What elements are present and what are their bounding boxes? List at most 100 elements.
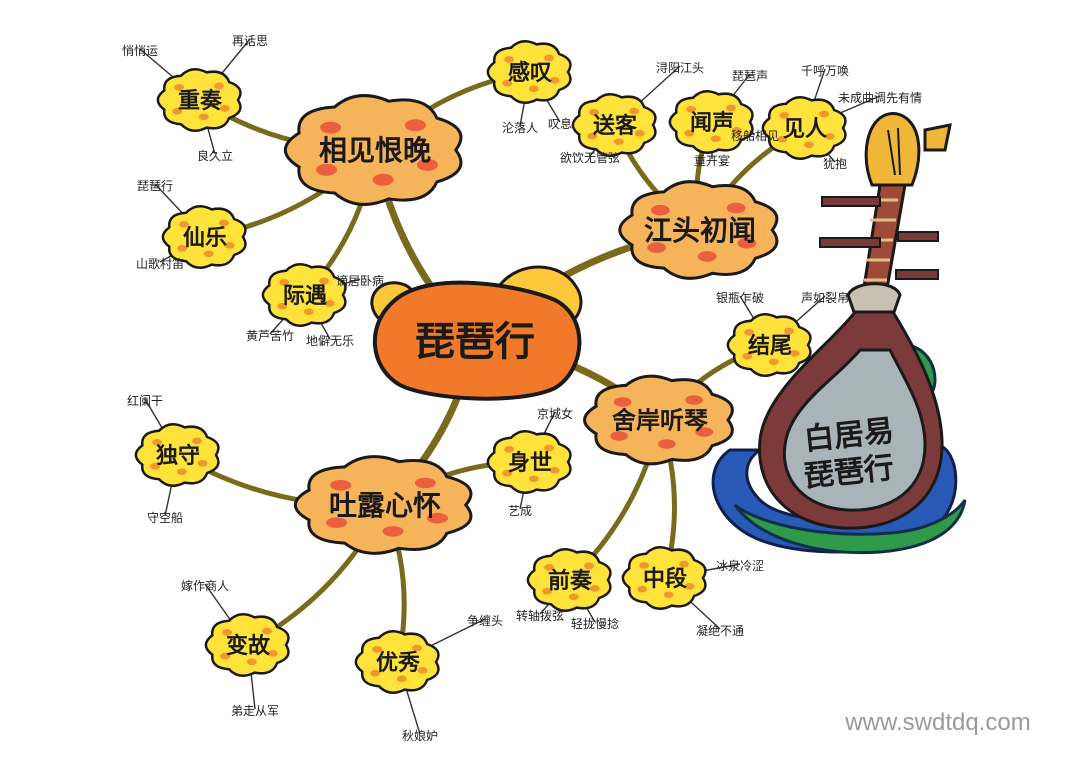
sub-bubble-dot: [528, 475, 539, 483]
branch-node: 江头初闻: [618, 180, 779, 280]
sub-node: 结尾: [726, 313, 812, 377]
branch-node-label: 吐露心怀: [329, 489, 441, 522]
pipa-collar: [846, 282, 902, 317]
sub-bubble-dot: [214, 82, 224, 90]
sub-bubble-dot: [279, 279, 290, 286]
branch-bubble-dot: [737, 237, 757, 249]
sub-bubble-dot: [686, 106, 697, 113]
pipa-head: [864, 112, 921, 187]
pipa-peg-1: [821, 196, 881, 207]
sub-bubble-dot: [319, 277, 329, 285]
sub-bubble-dot: [789, 350, 800, 357]
sub-bubble-dot: [192, 437, 202, 445]
sub-node: 见人: [761, 96, 847, 160]
sub-bubble-dot: [568, 593, 579, 601]
sub-bubble-dot: [396, 675, 407, 683]
branch-bubble-dot: [404, 119, 426, 132]
leaf-label: 良久立: [197, 148, 233, 163]
sub-bubble-dot: [277, 302, 288, 310]
branch-node: 舍岸听琴: [583, 374, 734, 466]
sub-bubble-dot: [744, 329, 755, 336]
sub-bubble-dot: [528, 85, 539, 93]
leaf-label: 轻拢慢捻: [571, 617, 619, 631]
leaf-label: 未成曲调先有情: [838, 91, 922, 105]
sub-bubble-dot: [637, 585, 648, 593]
sub-bubble-dot: [777, 135, 788, 143]
sub-bubble-dot: [372, 646, 383, 653]
bubbles-layer: 感叹重奏仙乐际遇相见恨晚送客闻声见人江头初闻独守身世变故优秀吐露心怀结尾前奏中段…: [134, 40, 847, 694]
leaf-label: 秋娘妒: [402, 728, 438, 743]
branch-node: 相见恨晚: [283, 94, 463, 206]
sub-bubble-dot: [784, 327, 794, 335]
pipa-peg-2: [819, 237, 881, 248]
sub-bubble-dot: [634, 130, 645, 137]
sub-bubble-dot: [370, 669, 381, 677]
sub-node-label: 送客: [593, 113, 638, 139]
sub-node-label: 感叹: [508, 60, 552, 86]
branch-bubble-dot: [697, 251, 717, 262]
sub-bubble-dot: [684, 129, 695, 137]
sub-node: 感叹: [486, 40, 572, 104]
sub-bubble-dot: [197, 460, 208, 467]
sub-bubble-dot: [198, 113, 209, 121]
sub-bubble-dot: [177, 244, 188, 252]
leaf-label: 艺成: [508, 504, 532, 518]
sub-bubble-dot: [549, 467, 560, 474]
sub-bubble-dot: [589, 585, 600, 592]
leaf-label: 山歌村笛: [136, 256, 184, 271]
leaf-label: 琵琶声: [732, 69, 768, 83]
sub-node-label: 前奏: [548, 568, 593, 594]
sub-bubble-dot: [589, 109, 600, 116]
sub-bubble-dot: [587, 132, 598, 140]
sub-bubble-dot: [544, 564, 555, 571]
watermark: www.swdtdq.com: [844, 709, 1030, 736]
sub-node-label: 结尾: [748, 333, 792, 359]
sub-bubble-dot: [679, 560, 689, 568]
sub-bubble-dot: [549, 77, 560, 84]
branch-node-label: 江头初闻: [644, 214, 756, 247]
branch-bubble-dot: [657, 439, 676, 449]
branch-bubble-dot: [326, 517, 348, 528]
sub-bubble-dot: [779, 112, 790, 119]
pipa-panel: [782, 348, 927, 512]
sub-bubble-dot: [412, 644, 422, 652]
sub-node-label: 际遇: [283, 284, 327, 309]
pipa-head-lines: [887, 127, 901, 176]
sub-node-label: 闻声: [690, 111, 734, 136]
branch-bubble-dot: [330, 479, 352, 491]
leaf-label: 再话思: [232, 34, 268, 48]
sub-node: 前奏: [526, 548, 612, 612]
leaf-label: 争缠头: [467, 613, 503, 628]
pipa-head-ornament: [923, 123, 952, 152]
sub-bubble-dot: [819, 110, 829, 118]
leaf-label: 嫁作商人: [181, 578, 229, 593]
sub-bubble-dot: [684, 583, 695, 590]
sub-bubble-dot: [629, 107, 639, 115]
leaf-label: 地僻无乐: [306, 334, 354, 348]
sub-bubble-dot: [639, 562, 650, 569]
sub-bubble-dot: [176, 468, 187, 476]
sub-node: 际遇: [261, 263, 347, 327]
sub-bubble-dot: [152, 439, 163, 446]
leaf-label: 犹抱: [823, 156, 847, 171]
sub-node-label: 独守: [156, 443, 200, 469]
sub-node: 闻声: [668, 90, 754, 154]
sub-node-label: 仙乐: [183, 225, 227, 251]
branch-bubble-dot: [685, 395, 703, 405]
leaf-label: 欲饮无管弦: [560, 150, 620, 165]
sub-bubble-dot: [542, 587, 553, 595]
leaf-label: 凝绝不通: [696, 623, 744, 638]
sub-bubble-dot: [544, 444, 554, 452]
sub-node-label: 优秀: [376, 650, 420, 676]
leaf-label: 重开宴: [694, 153, 730, 168]
sub-bubble-dot: [324, 300, 335, 307]
leaf-label: 转轴拨弦: [516, 608, 564, 623]
sub-bubble-dot: [544, 54, 554, 62]
sub-bubble-dot: [219, 105, 230, 112]
branch-bubble-dot: [426, 512, 448, 524]
center-node: 琵琶行: [370, 265, 583, 401]
sub-bubble-dot: [502, 79, 513, 87]
branch-bubble-dot: [372, 173, 394, 186]
center-title: 琵琶行: [415, 319, 535, 365]
